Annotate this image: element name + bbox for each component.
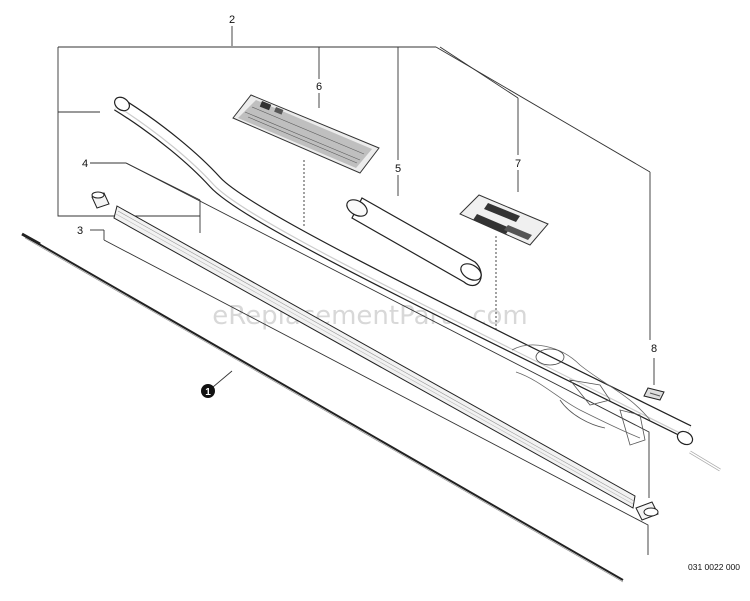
callout-7: 7 <box>515 158 521 170</box>
drive-shaft <box>21 232 624 583</box>
shaft-tube <box>113 96 694 446</box>
figure-number: 031 0022 000 <box>688 562 740 572</box>
foam-grip <box>346 197 482 287</box>
bushing-top <box>91 191 110 209</box>
bushing-bottom <box>635 501 659 521</box>
brand-decal <box>459 194 549 246</box>
callout-6: 6 <box>316 81 322 93</box>
leader-lines <box>57 26 655 555</box>
callout-1: 1 <box>205 387 211 398</box>
callout-2: 2 <box>229 14 235 26</box>
callout-4: 4 <box>82 158 88 170</box>
small-label <box>643 387 665 401</box>
shaft-liner <box>113 205 636 509</box>
trimmer-head-housing <box>511 344 721 472</box>
callout-8: 8 <box>651 343 657 355</box>
warning-decal <box>232 94 380 174</box>
callout-5: 5 <box>395 163 401 175</box>
callout-3: 3 <box>77 225 83 237</box>
callout-1-badge: 1 <box>201 384 215 398</box>
